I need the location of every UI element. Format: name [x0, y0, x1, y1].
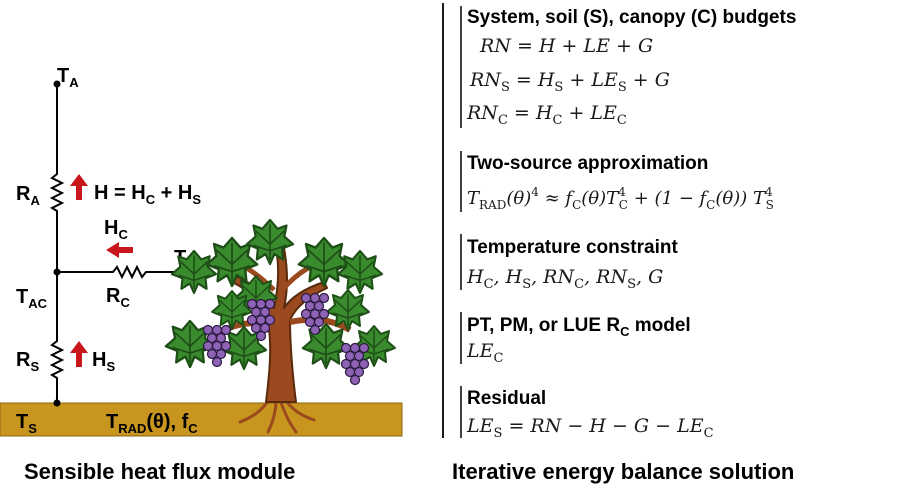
grape-cluster — [202, 324, 232, 368]
label-ra: RA — [16, 183, 40, 208]
eq-rc-model: LEC — [466, 340, 504, 366]
label-ta: TA — [57, 65, 79, 90]
vine-leaf — [297, 236, 351, 288]
eq-residual: LES = RN − H − G − LEC — [466, 415, 714, 441]
label-h-total: H = HC + HS — [94, 182, 201, 207]
grape-cluster — [340, 342, 370, 386]
vine-leaf — [170, 249, 218, 295]
eq-canopy-budget: RNC = HC + LEC — [466, 102, 627, 128]
vine-leaf — [336, 249, 384, 295]
arrow-h-up — [70, 174, 88, 200]
arrow-hs-up — [70, 341, 88, 367]
eq-constraint: HC, HS, RNC, RNS, G — [466, 266, 663, 292]
heading-budgets: System, soil (S), canopy (C) budgets — [467, 7, 796, 28]
vine-roots — [238, 396, 316, 434]
label-rs: RS — [16, 349, 39, 374]
resistor-rs — [49, 338, 65, 381]
heading-two-source: Two-source approximation — [467, 153, 708, 174]
heading-rc-model: PT, PM, or LUE RC model — [467, 315, 691, 339]
resistor-rc — [110, 264, 175, 280]
node-ta — [53, 80, 61, 88]
arrow-hc-left — [106, 242, 133, 258]
node-ts — [53, 399, 61, 407]
resistor-ra — [49, 171, 65, 214]
grapevine — [164, 218, 396, 434]
caption-left: Sensible heat flux module — [24, 459, 295, 484]
soil-layer — [0, 402, 403, 437]
label-trad: TRAD(θ), fC — [106, 411, 198, 436]
label-rc: RC — [106, 285, 130, 310]
label-tac: TAC — [16, 286, 48, 311]
label-ts: TS — [16, 411, 37, 436]
label-hs: HS — [92, 349, 115, 374]
node-tac — [53, 268, 61, 276]
eq-system-budget: RN = H + LE + G — [479, 35, 653, 57]
eq-soil-budget: RNS = HS + LES + G — [469, 69, 670, 95]
heading-residual: Residual — [467, 388, 546, 409]
heading-constraint: Temperature constraint — [467, 237, 678, 258]
caption-right: Iterative energy balance solution — [452, 459, 794, 484]
label-hc: HC — [104, 217, 128, 242]
